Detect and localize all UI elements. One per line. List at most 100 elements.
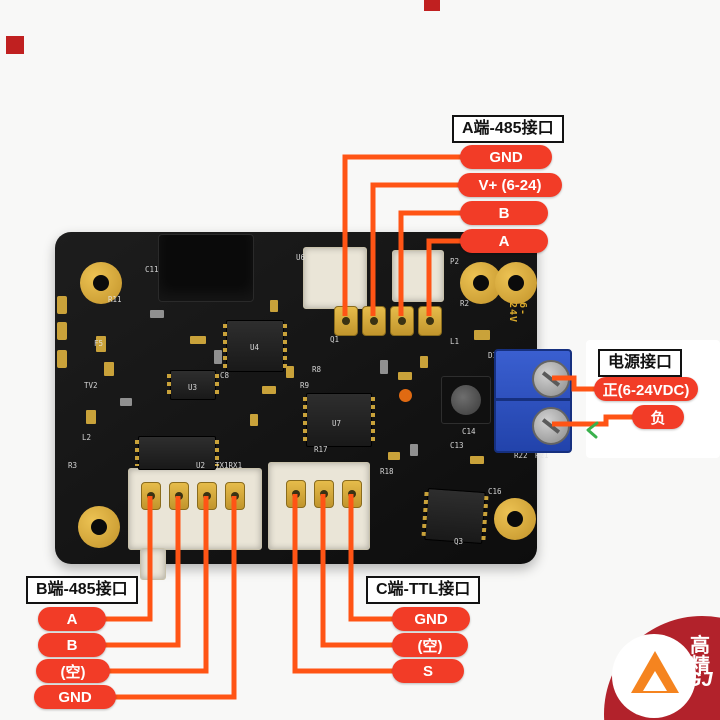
pad-hole [426, 317, 434, 325]
watermark-text-top: 高精 [690, 635, 710, 677]
pin-pad-b-b [169, 482, 189, 510]
silkscreen-label: U7 [332, 419, 342, 428]
hole-center [507, 511, 523, 527]
pin-pill-a-gnd: GND [460, 145, 552, 169]
silkscreen-label: C14 [462, 427, 476, 436]
pin-pad-a-a [418, 306, 442, 336]
pad-hole [348, 490, 356, 498]
ic-chip-u7 [303, 393, 375, 447]
ic-chip-u2 [135, 436, 219, 470]
pad-hole [398, 317, 406, 325]
smd-component [250, 414, 258, 426]
silkscreen-label: R21 [535, 451, 549, 460]
mounting-hole [495, 262, 537, 304]
pin-pad-c-nc [314, 480, 334, 508]
silkscreen-label: F5 [94, 339, 104, 348]
silkscreen-label: U6 [296, 253, 306, 262]
smd-component [262, 386, 276, 394]
pin-pill-b-nc: (空) [36, 659, 110, 683]
silkscreen-label: C16 [488, 487, 502, 496]
pad-hole [320, 490, 328, 498]
silkscreen-label: P2 [450, 257, 460, 266]
led-indicator [399, 389, 412, 402]
silkscreen-label: U2 [196, 461, 206, 470]
mounting-hole [494, 498, 536, 540]
inductor-coil [451, 385, 481, 415]
edge-pad [57, 322, 67, 340]
pad-hole [175, 492, 183, 500]
ic-chip-u3 [167, 370, 219, 400]
edge-voltage-label: 6-24V [507, 302, 528, 324]
screw-slot [541, 418, 561, 434]
silkscreen-label: R3 [68, 461, 78, 470]
pin-pad-a-b [390, 306, 414, 336]
pin-pill-a-vplus: V+ (6-24) [458, 173, 562, 197]
pin-pill-b-b: B [38, 633, 106, 657]
silkscreen-label: R11 [108, 295, 122, 304]
pin-pill-power-positive: 正(6-24VDC) [594, 377, 698, 401]
terminal-screw-positive [532, 360, 570, 398]
silkscreen-label: TV2 [84, 381, 98, 390]
silkscreen-label: R17 [314, 445, 328, 454]
smd-component [286, 366, 294, 378]
smd-component [388, 452, 400, 460]
silkscreen-label: C13 [450, 441, 464, 450]
hole-center [93, 275, 109, 291]
pin-pill-power-negative: 负 [632, 405, 684, 429]
pin-pad-c-s [286, 480, 306, 508]
smd-component [120, 398, 132, 406]
hole-center [508, 275, 524, 291]
watermark-text-bottom: GJ [686, 669, 713, 691]
pin-pill-c-s: S [392, 659, 464, 683]
pin-pad-b-nc [197, 482, 217, 510]
pin-pill-c-gnd: GND [392, 607, 470, 631]
pad-hole [342, 317, 350, 325]
pin-pad-b-a [141, 482, 161, 510]
smd-component [410, 444, 418, 456]
red-marker-square [424, 0, 440, 11]
smd-component [398, 372, 412, 380]
silkscreen-label: U4 [250, 343, 260, 352]
mounting-hole [78, 506, 120, 548]
terminal-divider [496, 398, 570, 401]
silkscreen-label: R2 [460, 299, 470, 308]
red-marker-square [6, 36, 24, 54]
silkscreen-label: R9 [300, 381, 310, 390]
pin-pad-a-gnd [334, 306, 358, 336]
pin-pad-b-gnd [225, 482, 245, 510]
smd-component [474, 330, 490, 340]
pcb-board: C11 R11 F5 TV2 U3 U4 C8 U6 R9 R8 Q1 P2 R… [55, 232, 549, 580]
smd-component [96, 336, 106, 352]
silkscreen-label: L1 [450, 337, 460, 346]
pad-hole [292, 490, 300, 498]
screw-slot [541, 371, 561, 387]
pin-pill-a-a: A [460, 229, 548, 253]
hole-center [91, 519, 107, 535]
silkscreen-label: Q1 [330, 335, 340, 344]
ic-chip-u4 [223, 320, 287, 372]
pin-pill-b-gnd: GND [34, 685, 116, 709]
terminal-screw-negative [532, 407, 570, 445]
silkscreen-label: R18 [380, 467, 394, 476]
silkscreen-label: R22 [514, 451, 528, 460]
hole-center [473, 275, 489, 291]
pin-pad-c-gnd [342, 480, 362, 508]
edge-pad [57, 350, 67, 368]
smd-component [150, 310, 164, 318]
smd-component [420, 356, 428, 368]
smd-component [214, 350, 222, 364]
smd-component [86, 410, 96, 424]
silkscreen-label: L2 [82, 433, 92, 442]
pin-pill-a-b: B [460, 201, 548, 225]
callout-title-port-a: A端-485接口 [452, 115, 564, 143]
smd-component [380, 360, 388, 374]
pin-pill-c-nc: (空) [392, 633, 468, 657]
transformer-module [158, 234, 254, 302]
silkscreen-label: R8 [312, 365, 322, 374]
inductor-l1 [441, 376, 491, 424]
silkscreen-label: Q3 [454, 537, 464, 546]
ic-chip-q3 [424, 488, 486, 544]
mounting-hole [80, 262, 122, 304]
pad-hole [370, 317, 378, 325]
